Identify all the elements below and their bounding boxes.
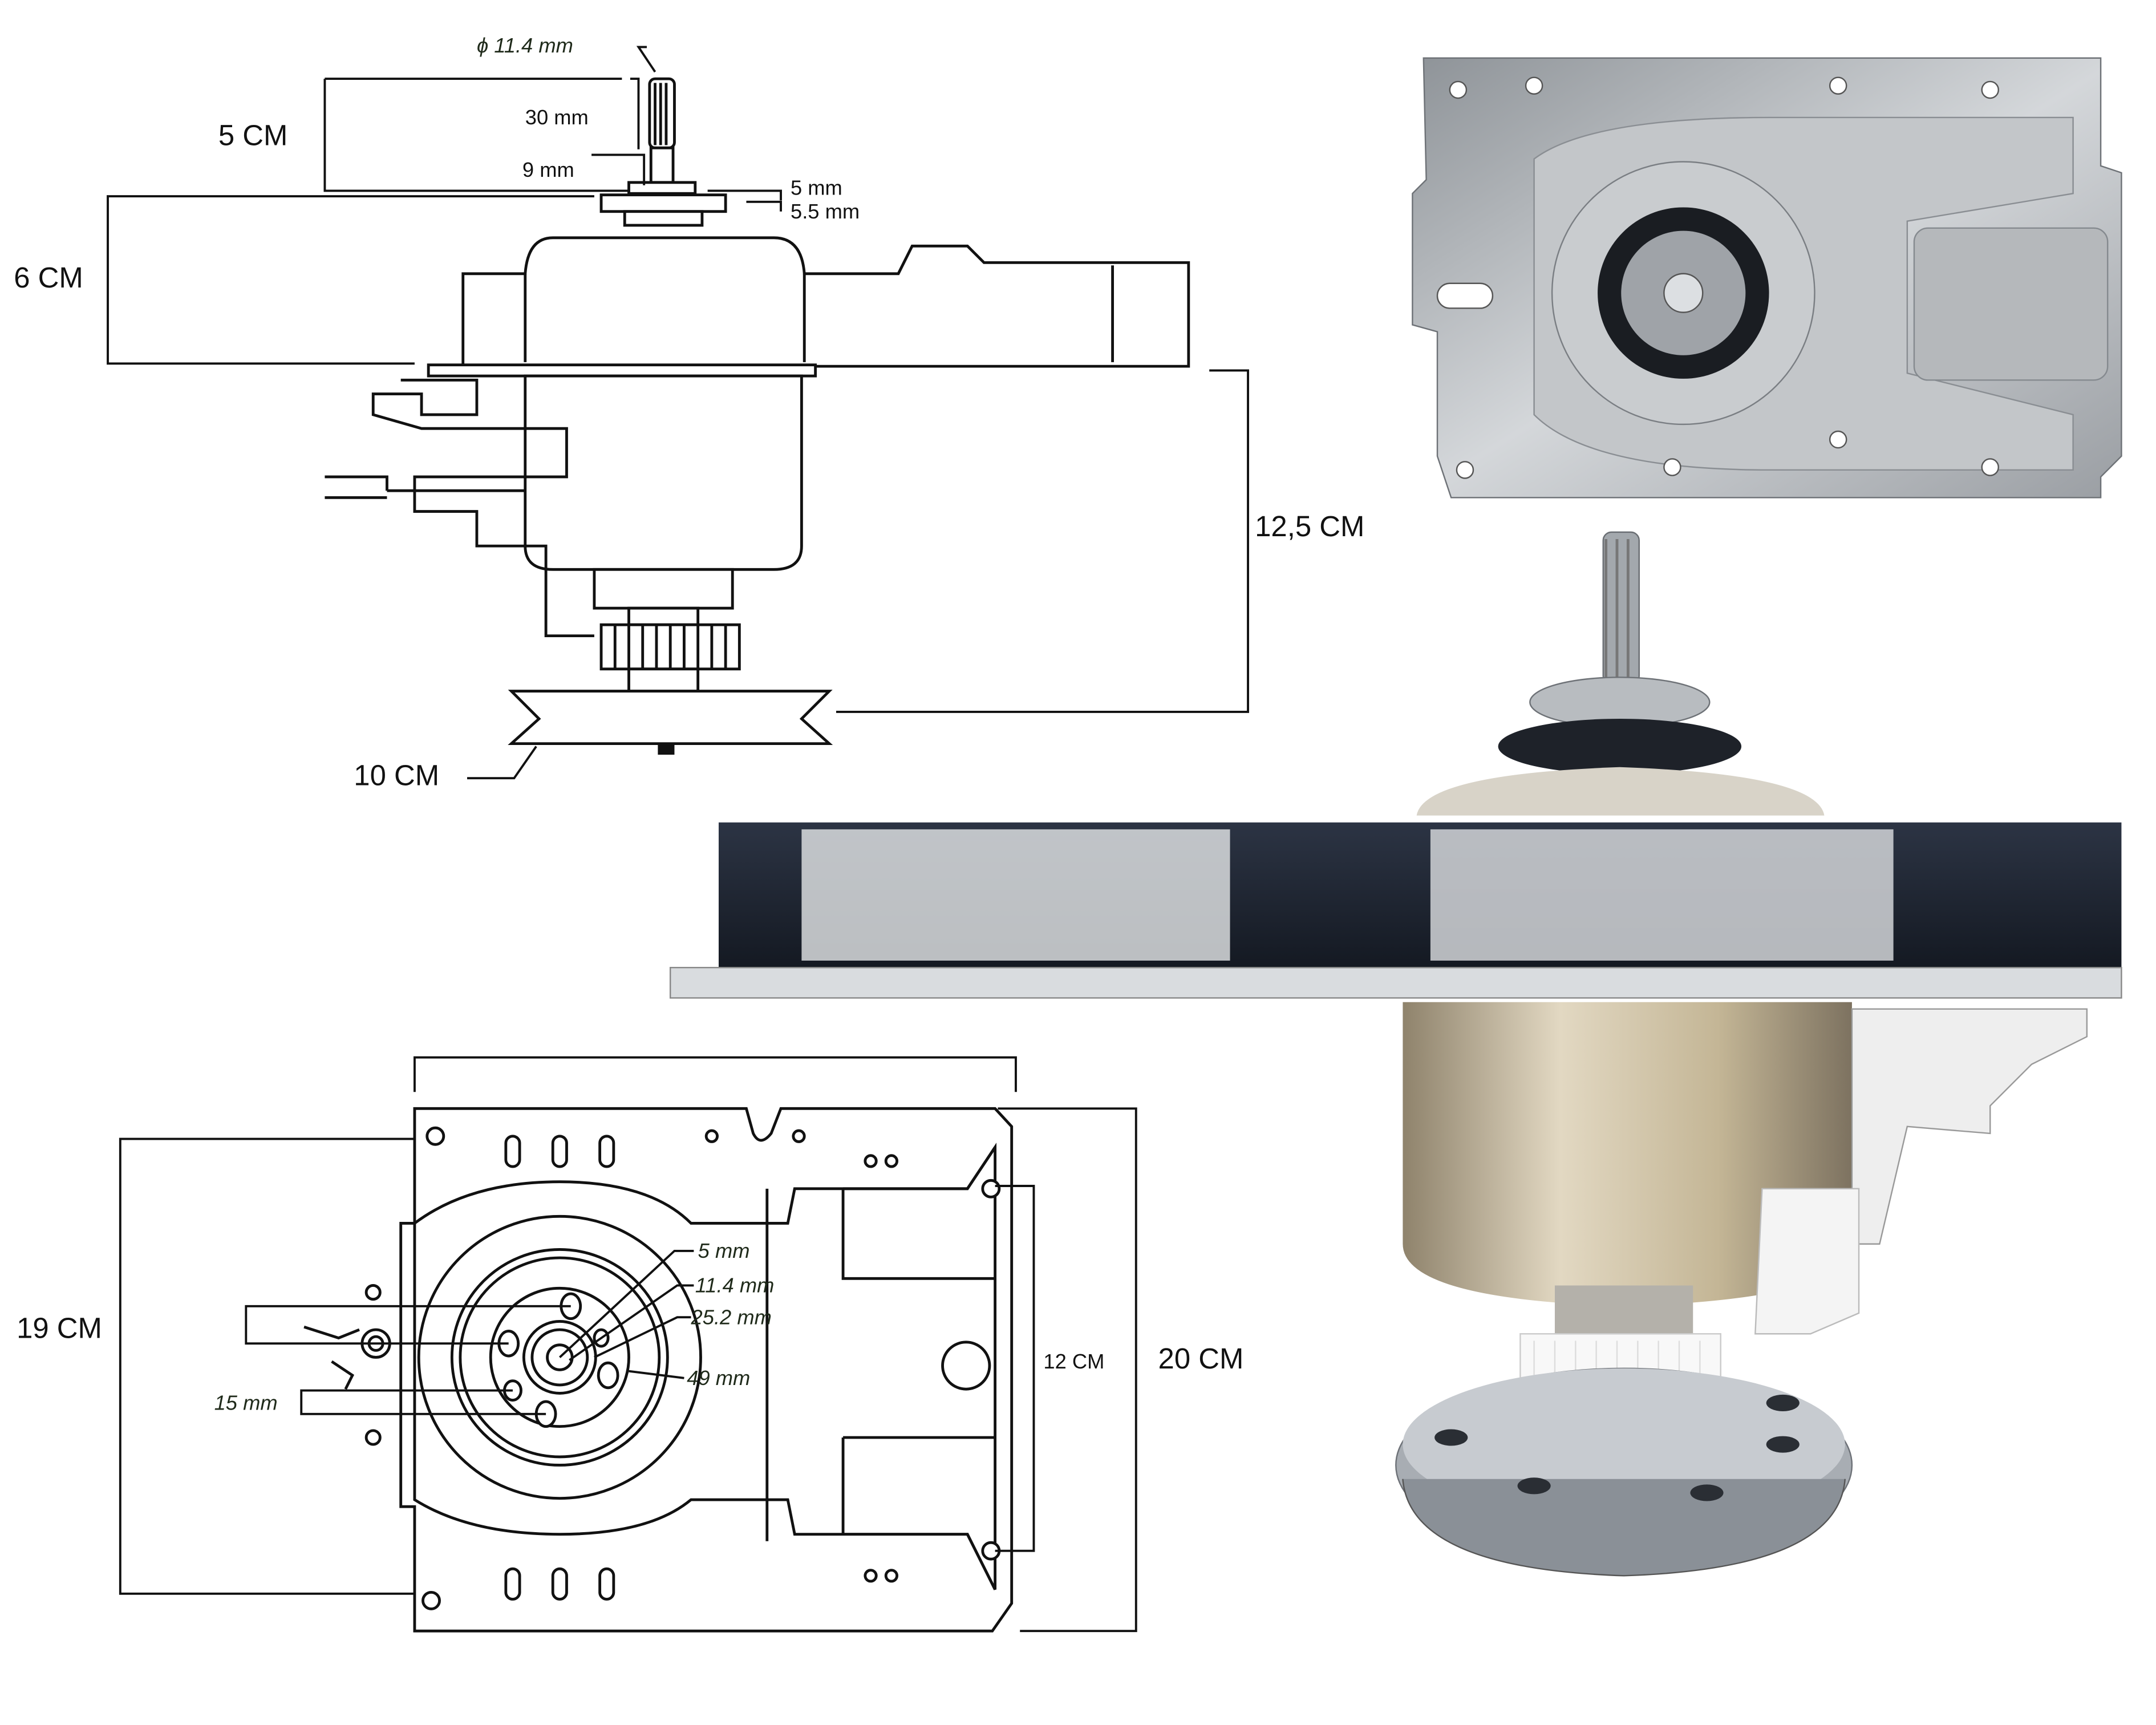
shaft-diameter-label: ϕ 11.4 mm	[477, 34, 573, 57]
hole-11-4mm-label: 11.4 mm	[695, 1274, 775, 1297]
pulley	[508, 690, 833, 746]
pulley-diameter-label: 10 CM	[354, 759, 439, 791]
housing-height-label: 6 CM	[14, 261, 83, 294]
hole-5mm-label: 5 mm	[698, 1239, 750, 1262]
side-view-dimensions: ϕ 11.4 mm 30 mm 9 mm 5 mm 5.5 mm 5 CM 6 …	[14, 34, 1364, 791]
bottom-view-drawing	[303, 1107, 1014, 1633]
spline-length-label: 30 mm	[525, 106, 589, 129]
transmission-housing	[461, 236, 1190, 368]
shaft-neck-label: 9 mm	[522, 158, 574, 181]
plate-width-label: 20 CM	[1158, 1342, 1244, 1375]
bolt-spacing-label: 15 mm	[214, 1391, 278, 1415]
shaft-height-label: 5 CM	[218, 119, 288, 151]
circle-49mm-label: 49 mm	[687, 1366, 750, 1390]
mounting-plate-photo	[1412, 57, 2122, 499]
gearbox-photo	[669, 531, 2122, 1577]
plate-height-label: 19 CM	[17, 1312, 102, 1345]
motor-can	[524, 374, 803, 571]
hole-spacing-label: 12 CM	[1043, 1350, 1104, 1373]
lower-height-label: 12,5 CM	[1255, 510, 1364, 542]
hole-25-2mm-label: 25.2 mm	[691, 1305, 772, 1329]
collar-2-label: 5.5 mm	[791, 200, 860, 223]
bottom-view-dimensions: 19 CM 20 CM 12 CM 15 mm 5 mm 11.4 mm 25.…	[17, 1056, 1244, 1633]
collar-1-label: 5 mm	[791, 176, 842, 200]
side-view-drawing	[325, 77, 1190, 755]
